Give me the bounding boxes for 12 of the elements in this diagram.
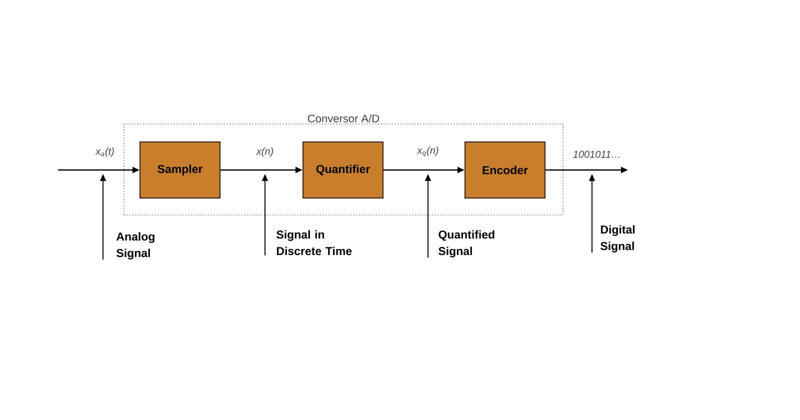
edge-label: x(n) [256,147,274,157]
signal-label: Analog Signal [116,232,154,260]
frame-title: Conversor A/D [308,114,380,122]
signal-label: Signal in Discrete Time [276,230,352,256]
process-box: Sampler [140,142,220,198]
edge-label: x$_{q}$(n) [416,146,438,157]
edge-label: x$_{a}$(t) [95,147,114,157]
signal-label: Quantified Signal [438,230,494,258]
signal-label: Digital Signal [600,225,635,252]
process-box: Quantifier [302,142,384,198]
edge-label: 1001011… [573,150,620,158]
process-box: Encoder [464,142,546,198]
